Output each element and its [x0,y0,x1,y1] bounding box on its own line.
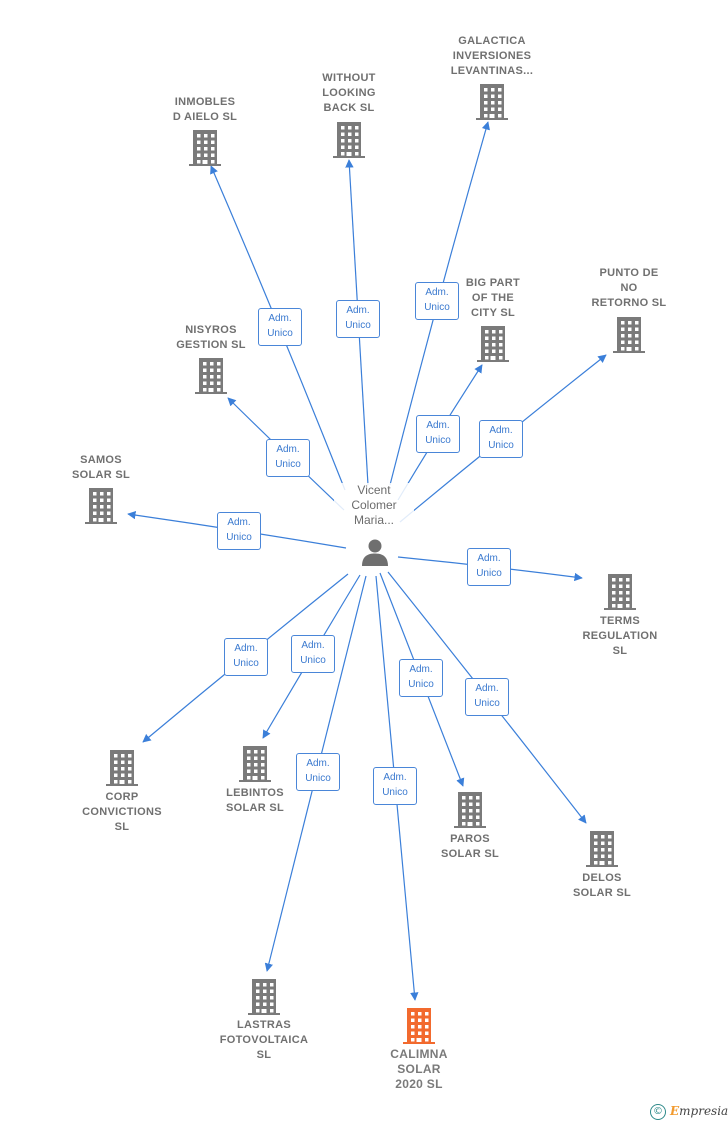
building-icon[interactable] [476,84,508,120]
building-icon[interactable] [333,122,365,158]
role-tag[interactable]: Adm. Unico [416,415,460,453]
role-tag-line1: Adm. [425,287,449,298]
role-tag[interactable]: Adm. Unico [479,420,523,458]
role-tag-line1: Adm. [234,643,258,654]
building-icon[interactable] [477,326,509,362]
building-icon[interactable] [239,746,271,782]
brand-logo-initial: E [670,1104,680,1118]
building-icon[interactable] [195,358,227,394]
role-tag-line1: Adm. [477,553,501,564]
role-tag-line1: Adm. [306,758,330,769]
building-icon[interactable] [248,979,280,1015]
role-tag-line2: Unico [476,568,502,579]
role-tag-line2: Unico [345,320,371,331]
company-label-calimna[interactable]: CALIMNA SOLAR 2020 SL [390,1047,448,1091]
company-label-lastras[interactable]: LASTRAS FOTOVOLTAICA SL [219,1019,309,1061]
company-label-nisyros[interactable]: NISYROS GESTION SL [176,324,246,351]
company-label-galactica[interactable]: GALACTICA INVERSIONES LEVANTINAS... [450,35,534,77]
role-tag-line1: Adm. [276,444,300,455]
building-icon[interactable] [604,574,636,610]
role-tag-line1: Adm. [346,305,370,316]
company-label-lebintos[interactable]: LEBINTOS SOLAR SL [225,787,284,814]
center-person-name-line: Vicent [357,483,391,497]
role-tag-line2: Unico [382,787,408,798]
copyright-icon: © [650,1104,666,1120]
company-label-without[interactable]: WITHOUT LOOKING BACK SL [322,72,376,114]
role-tag-line2: Unico [275,459,301,470]
role-tag-line1: Adm. [383,772,407,783]
company-label-bigpart[interactable]: BIG PART OF THE CITY SL [465,277,521,319]
role-tag-line2: Unico [226,532,252,543]
role-tag-line2: Unico [488,440,514,451]
role-tag-line1: Adm. [301,640,325,651]
role-tag[interactable]: Adm. Unico [266,439,310,477]
company-label-terms[interactable]: TERMS REGULATION SL [582,615,658,657]
role-tag[interactable]: Adm. Unico [258,308,302,346]
role-tag-line1: Adm. [268,313,292,324]
role-tag-line2: Unico [233,658,259,669]
role-tag-line2: Unico [474,698,500,709]
role-tag-line1: Adm. [227,517,251,528]
company-label-inmobles[interactable]: INMOBLES D AIELO SL [172,96,238,123]
role-tag-line2: Unico [425,435,451,446]
role-tag[interactable]: Adm. Unico [296,753,340,791]
center-person-name-line: Maria... [353,513,394,527]
building-icon[interactable] [613,317,645,353]
company-label-samos[interactable]: SAMOS SOLAR SL [71,454,130,481]
role-tag[interactable]: Adm. Unico [217,512,261,550]
role-tag[interactable]: Adm. Unico [399,659,443,697]
role-tag-line1: Adm. [489,425,513,436]
role-tag[interactable]: Adm. Unico [291,635,335,673]
role-tag[interactable]: Adm. Unico [465,678,509,716]
role-tag[interactable]: Adm. Unico [373,767,417,805]
role-tag-line2: Unico [300,655,326,666]
role-tag-line1: Adm. [426,420,450,431]
role-tag-line1: Adm. [475,683,499,694]
role-tag-line2: Unico [424,302,450,313]
person-icon[interactable] [360,537,390,567]
role-tag[interactable]: Adm. Unico [336,300,380,338]
building-icon[interactable] [85,488,117,524]
brand-logo[interactable]: Empresia [670,1104,728,1118]
company-label-corp[interactable]: CORP CONVICTIONS SL [82,791,162,833]
role-tag-line2: Unico [267,328,293,339]
role-tag[interactable]: Adm. Unico [415,282,459,320]
building-icon[interactable] [106,750,138,786]
role-tag-line2: Unico [408,679,434,690]
brand-logo-rest: mpresia [679,1104,728,1118]
building-icon[interactable] [454,792,486,828]
building-icon[interactable] [403,1008,435,1044]
role-tag[interactable]: Adm. Unico [467,548,511,586]
role-tag[interactable]: Adm. Unico [224,638,268,676]
company-label-punto[interactable]: PUNTO DE NO RETORNO SL [591,267,667,309]
company-label-delos[interactable]: DELOS SOLAR SL [572,872,631,899]
company-label-paros[interactable]: PAROS SOLAR SL [440,833,499,860]
center-person-name-line: Colomer [351,498,397,512]
role-tag-line2: Unico [305,773,331,784]
building-icon[interactable] [586,831,618,867]
role-tag-line1: Adm. [409,664,433,675]
building-icon[interactable] [189,130,221,166]
